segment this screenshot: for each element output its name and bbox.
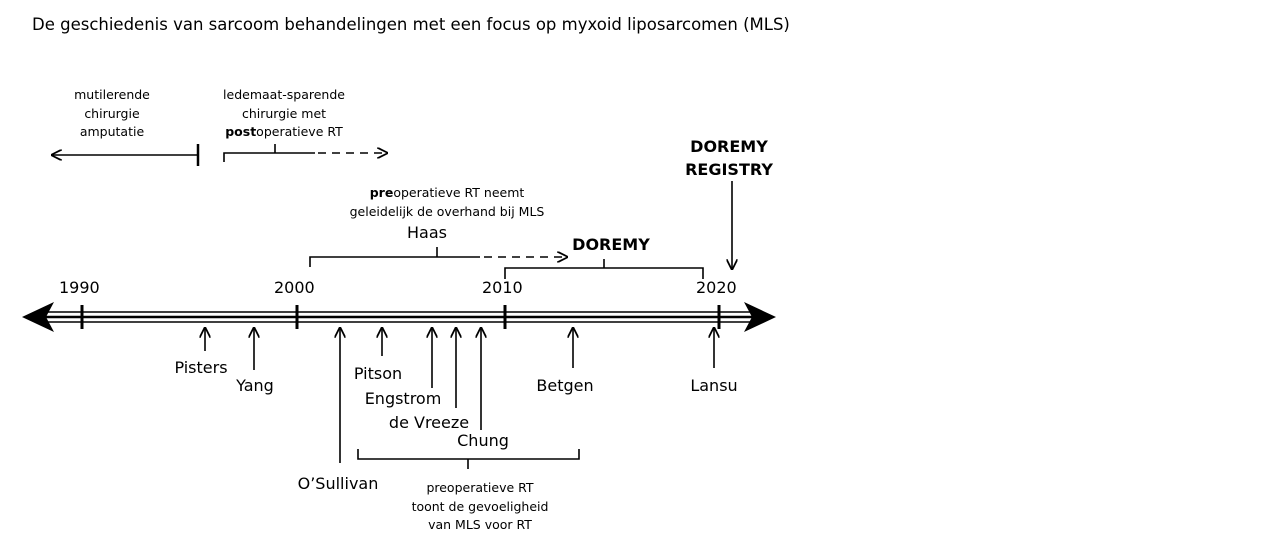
study-engstrom: Engstrom	[365, 389, 442, 408]
era-limb-sparing-line3: postoperatieve RT	[225, 124, 343, 139]
study-betgen: Betgen	[536, 376, 593, 395]
study-haas: Haas	[407, 223, 447, 242]
era-preop-shift: preoperatieve RT neemt geleidelijk de ov…	[309, 185, 567, 267]
study-devreeze: de Vreeze	[389, 413, 469, 432]
era-mutilating-line1: mutilerende	[74, 87, 150, 102]
era-preop-sensitivity-bracket	[357, 449, 580, 460]
year-2010: 2010	[482, 278, 523, 297]
studies-below-axis: Pisters Yang O’Sullivan Pitson Engstrom …	[174, 328, 738, 493]
axis-right-arrowhead	[744, 302, 776, 332]
era-preop-sensitivity-line2: toont de gevoeligheid	[412, 499, 549, 514]
era-limb-sparing: ledemaat-sparende chirurgie met postoper…	[223, 87, 387, 162]
figure-title: De geschiedenis van sarcoom behandelinge…	[32, 15, 790, 34]
study-doremy-group: DOREMY	[504, 235, 704, 279]
registry-line2: REGISTRY	[685, 160, 773, 179]
year-2000: 2000	[274, 278, 315, 297]
era-preop-shift-line2: geleidelijk de overhand bij MLS	[350, 204, 545, 219]
study-osullivan: O’Sullivan	[298, 474, 379, 493]
era-mutilating-line2: chirurgie	[84, 106, 140, 121]
study-doremy: DOREMY	[572, 235, 650, 254]
study-pisters: Pisters	[174, 358, 227, 377]
doremy-registry-group: DOREMY REGISTRY	[685, 137, 773, 269]
era-preop-sensitivity: preoperatieve RT toont de gevoeligheid v…	[357, 449, 580, 532]
timeline-axis	[22, 302, 776, 332]
study-chung: Chung	[457, 431, 509, 450]
study-yang: Yang	[235, 376, 274, 395]
era-preop-sensitivity-line1: preoperatieve RT	[426, 480, 533, 495]
era-mutilating-surgery: mutilerende chirurgie amputatie	[52, 87, 200, 166]
era-limb-sparing-bracket	[223, 152, 315, 162]
era-preop-shift-bracket	[309, 256, 480, 267]
era-mutilating-line3: amputatie	[80, 124, 145, 139]
axis-left-arrowhead	[22, 302, 54, 332]
era-preop-shift-line1: preoperatieve RT neemt	[370, 185, 525, 200]
era-preop-sensitivity-line3: van MLS voor RT	[428, 517, 532, 532]
era-limb-sparing-line2: chirurgie met	[242, 106, 326, 121]
era-limb-sparing-line1: ledemaat-sparende	[223, 87, 345, 102]
study-pitson: Pitson	[354, 364, 402, 383]
study-doremy-bracket	[504, 267, 704, 279]
study-lansu: Lansu	[690, 376, 737, 395]
year-1990: 1990	[59, 278, 100, 297]
registry-line1: DOREMY	[690, 137, 768, 156]
year-2020: 2020	[696, 278, 737, 297]
